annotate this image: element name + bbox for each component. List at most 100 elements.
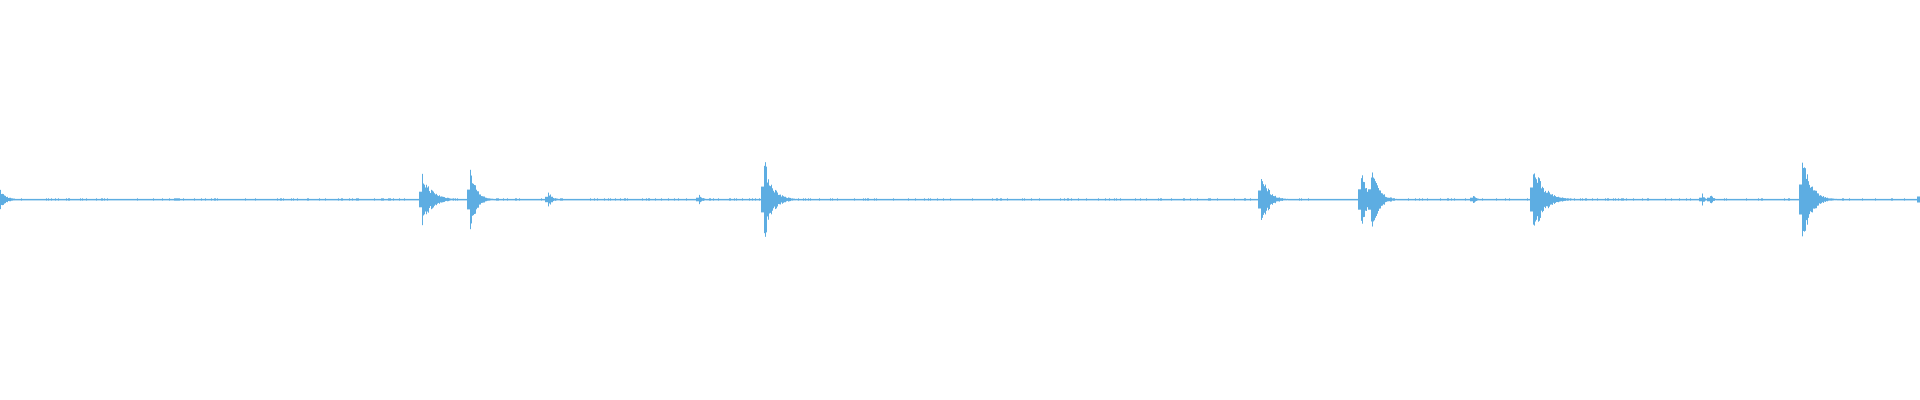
- waveform-sample: [30, 198, 31, 201]
- waveform-sample: [171, 198, 172, 201]
- waveform-sample: [1032, 198, 1033, 201]
- waveform-sample: [1322, 198, 1323, 201]
- waveform-sample: [1347, 198, 1348, 201]
- waveform-sample: [1216, 198, 1217, 201]
- waveform-sample: [964, 198, 965, 201]
- waveform-sample: [1807, 174, 1808, 225]
- waveform-sample: [1031, 198, 1032, 201]
- waveform-sample: [1644, 198, 1645, 201]
- waveform-sample: [1084, 198, 1085, 201]
- waveform-sample: [401, 198, 402, 201]
- waveform-sample: [1760, 198, 1761, 201]
- waveform-sample: [347, 198, 348, 201]
- waveform-sample: [731, 198, 732, 201]
- waveform-sample: [973, 198, 974, 201]
- waveform-sample: [517, 198, 518, 201]
- waveform-sample: [1588, 198, 1589, 201]
- waveform-sample: [849, 198, 850, 201]
- waveform-sample: [1173, 198, 1174, 201]
- waveform-sample: [150, 198, 151, 201]
- waveform-sample: [548, 192, 549, 207]
- waveform-sample: [1899, 198, 1900, 201]
- waveform-sample: [592, 198, 593, 201]
- waveform-sample: [14, 198, 15, 201]
- waveform-sample: [784, 196, 785, 203]
- waveform-sample: [1064, 198, 1065, 201]
- waveform-sample: [114, 198, 115, 201]
- waveform-sample: [1777, 198, 1778, 201]
- waveform-sample: [1851, 198, 1852, 201]
- waveform-sample: [1112, 198, 1113, 201]
- waveform-sample: [726, 198, 727, 201]
- waveform-sample: [645, 198, 646, 201]
- waveform-sample: [255, 198, 256, 201]
- waveform-sample: [666, 198, 667, 201]
- waveform-sample: [374, 198, 375, 201]
- waveform-sample: [186, 198, 187, 201]
- waveform-sample: [1549, 192, 1550, 207]
- waveform-sample: [1874, 198, 1875, 201]
- waveform-sample: [1143, 198, 1144, 201]
- waveform-sample: [918, 198, 919, 201]
- waveform-sample: [799, 198, 800, 201]
- waveform-sample: [925, 198, 926, 201]
- waveform-sample: [620, 198, 621, 201]
- waveform-sample: [1149, 198, 1150, 201]
- waveform-sample: [1869, 198, 1870, 201]
- waveform-sample: [107, 198, 108, 201]
- waveform-sample: [303, 198, 304, 201]
- waveform-sample: [607, 198, 608, 201]
- waveform-sample: [141, 198, 142, 201]
- waveform-sample: [1586, 198, 1587, 201]
- waveform-sample: [776, 190, 777, 209]
- waveform-sample: [1906, 198, 1907, 201]
- waveform-sample: [1306, 198, 1307, 201]
- waveform-sample: [635, 198, 636, 201]
- waveform-sample: [1082, 198, 1083, 201]
- waveform-sample: [621, 198, 622, 201]
- waveform-sample: [977, 198, 978, 201]
- waveform-sample: [561, 198, 562, 201]
- waveform-sample: [292, 198, 293, 201]
- waveform-sample: [70, 198, 71, 201]
- waveform-sample: [369, 198, 370, 201]
- waveform-sample: [869, 198, 870, 201]
- waveform-sample: [1275, 195, 1276, 204]
- waveform-sample: [1724, 198, 1725, 201]
- waveform-sample: [1703, 197, 1704, 202]
- waveform-sample: [622, 198, 623, 201]
- waveform-sample: [1119, 198, 1120, 201]
- waveform-sample: [557, 198, 558, 201]
- waveform-sample: [963, 198, 964, 201]
- waveform-sample: [1831, 198, 1832, 201]
- waveform-sample: [300, 198, 301, 201]
- waveform-sample: [1805, 168, 1806, 231]
- waveform-sample: [1154, 198, 1155, 201]
- waveform-sample: [81, 198, 82, 201]
- waveform-sample: [89, 198, 90, 201]
- waveform-sample: [24, 198, 25, 201]
- waveform-sample: [449, 198, 450, 201]
- waveform-sample: [524, 198, 525, 201]
- waveform-sample: [82, 198, 83, 201]
- waveform-sample: [481, 196, 482, 203]
- waveform-sample: [99, 198, 100, 201]
- waveform-sample: [1722, 198, 1723, 201]
- waveform-sample: [1472, 197, 1473, 202]
- waveform-sample: [1102, 198, 1103, 201]
- waveform-sample: [912, 198, 913, 201]
- waveform-sample: [382, 198, 383, 201]
- waveform-sample: [1365, 188, 1366, 211]
- waveform-sample: [23, 198, 24, 201]
- waveform-sample: [995, 198, 996, 201]
- waveform-sample: [1747, 198, 1748, 201]
- waveform-sample: [456, 198, 457, 201]
- waveform-sample: [329, 198, 330, 201]
- waveform-sample: [493, 198, 494, 201]
- waveform-sample: [1622, 198, 1623, 201]
- waveform-sample: [373, 198, 374, 201]
- waveform-sample: [1109, 198, 1110, 201]
- waveform-sample: [1359, 189, 1360, 210]
- waveform-sample: [170, 198, 171, 201]
- waveform-sample: [1138, 198, 1139, 201]
